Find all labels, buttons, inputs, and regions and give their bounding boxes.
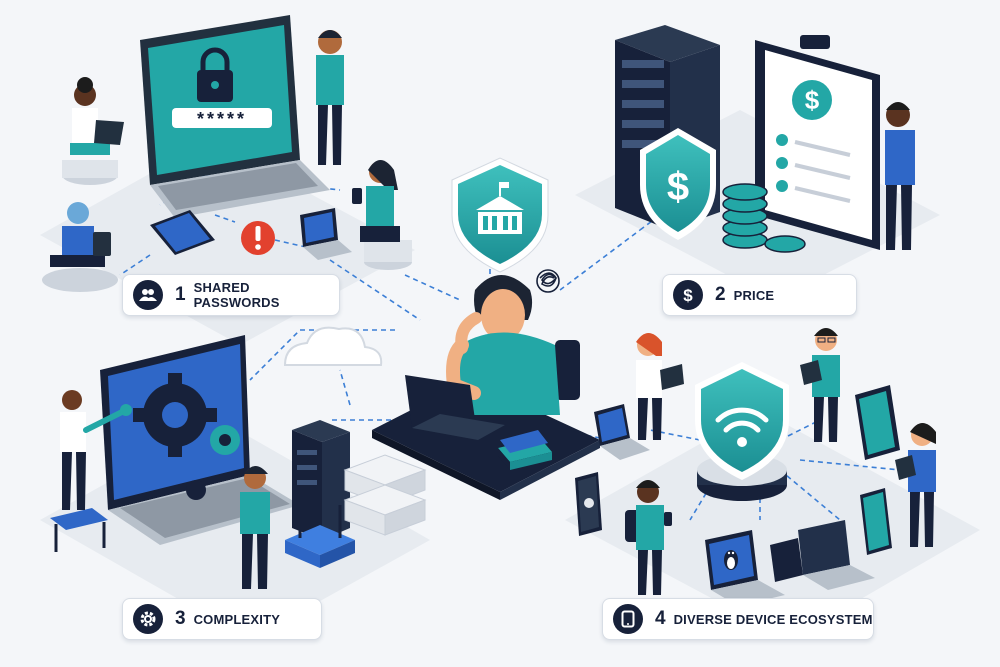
center-scene: [372, 157, 600, 500]
tablet-icon: [150, 210, 215, 255]
person-red-hair: [636, 333, 684, 440]
person-with-phone: [352, 160, 412, 270]
clipboard-invoice-icon: $: [755, 35, 880, 250]
school-shield-icon: [451, 157, 549, 273]
person-sitting-tablet: [42, 202, 118, 292]
gear-icon: [133, 604, 163, 634]
coin-stacks-icon: [722, 183, 806, 253]
svg-text:$: $: [683, 286, 693, 304]
server-tower-icon: [292, 420, 350, 540]
books-icon: [498, 430, 552, 470]
label-title: Shared Passwords: [193, 280, 280, 310]
warning-icon: [241, 221, 275, 255]
label-number: 2: [715, 284, 726, 305]
svg-text:$: $: [805, 85, 820, 115]
desk-laptop-icon: [405, 375, 505, 440]
router-icon: [285, 505, 355, 568]
dollar-icon: $: [673, 280, 703, 310]
label-price: $ 2 Price: [662, 274, 857, 316]
person-thinking: [240, 466, 270, 589]
linux-laptop-icon: [705, 530, 785, 606]
complexity-scene: [50, 326, 427, 589]
device-ecosystem-scene: [575, 328, 936, 606]
person-woman-right: [895, 423, 936, 547]
phone-icon: [575, 472, 602, 536]
person-with-glasses: [800, 328, 840, 442]
person-student-backpack: [625, 480, 672, 595]
shield-dollar-icon: $: [640, 128, 716, 240]
cloud-icon: [283, 326, 383, 366]
label-title: Complexity: [193, 611, 281, 627]
users-icon: [133, 280, 163, 310]
person-confused: [885, 102, 915, 250]
laptop-left-icon: [594, 404, 650, 460]
label-diverse-device-ecosystem: 4 Diverse Device Ecosystem: [602, 598, 874, 640]
label-number: 4: [655, 608, 666, 629]
shared-passwords-scene: *****: [42, 15, 412, 292]
laptop-right-icon: [770, 520, 875, 590]
person-standing-thinking: [316, 30, 344, 165]
tablet-icon: [613, 604, 643, 634]
label-number: 3: [175, 608, 186, 629]
frustration-scribble-icon: [536, 269, 560, 293]
label-title: Diverse Device Ecosystem: [673, 611, 873, 627]
laptop-lock-icon: *****: [140, 15, 330, 218]
svg-text:$: $: [667, 165, 689, 209]
label-shared-passwords: 1 Shared Passwords: [122, 274, 340, 316]
small-laptop-icon: [300, 208, 352, 260]
person-sitting-laptop: [62, 77, 124, 185]
password-mask: *****: [197, 109, 247, 129]
wifi-shield-icon: [695, 362, 789, 480]
label-title: Price: [733, 287, 775, 303]
person-stressed: [446, 275, 580, 415]
label-number: 1: [175, 284, 186, 305]
tablet-right-icon: [855, 385, 900, 460]
label-complexity: 3 Complexity: [122, 598, 322, 640]
storage-boxes-icon: [343, 454, 427, 536]
tablet-standing-icon: [860, 488, 892, 555]
price-scene: $ $: [615, 25, 915, 253]
person-with-wrench: [50, 390, 132, 552]
